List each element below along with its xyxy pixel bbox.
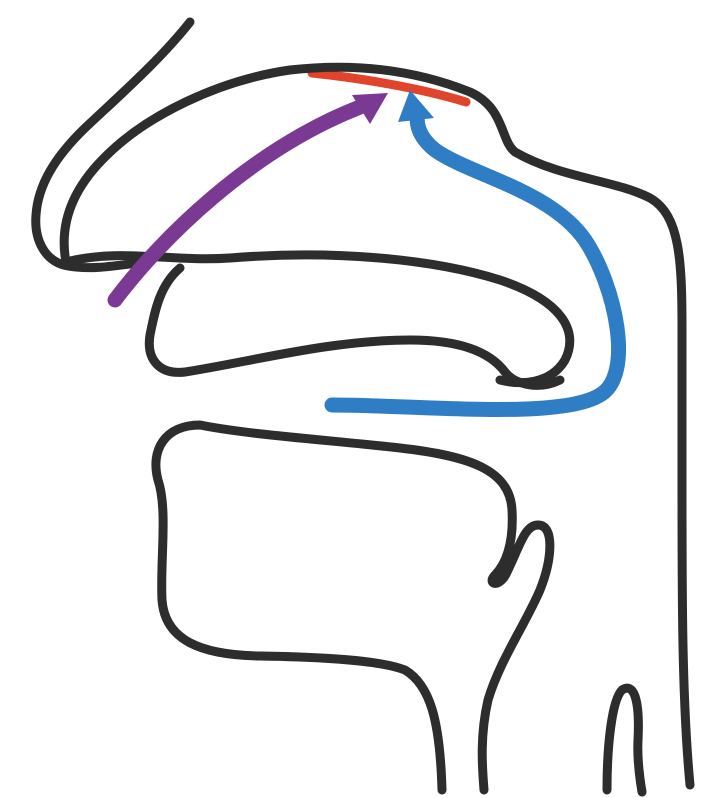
nasal-cavity-sagittal-diagram <box>0 0 725 798</box>
